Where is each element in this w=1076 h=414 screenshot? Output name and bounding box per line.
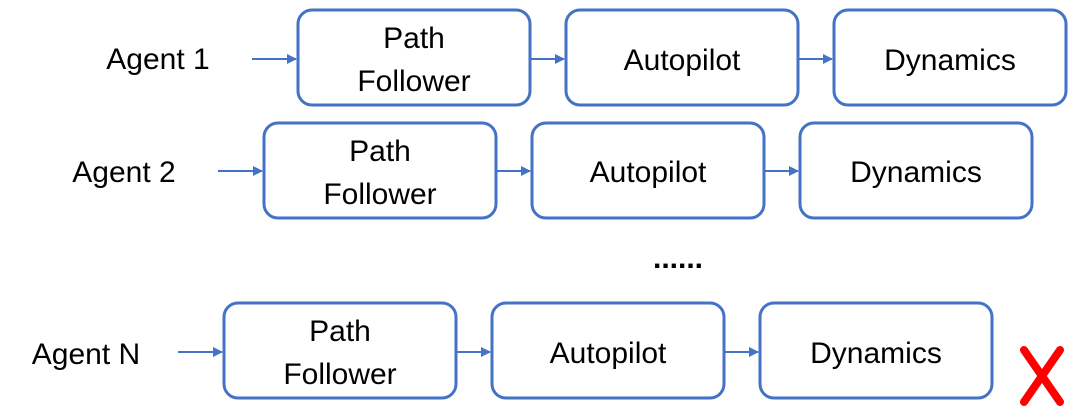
agent-1-path-follower-box bbox=[296, 8, 532, 107]
agent-1-dynamics-label: Dynamics bbox=[884, 44, 1016, 77]
agent-2-label: Agent 2 bbox=[72, 156, 175, 189]
agent-n-autopilot-label: Autopilot bbox=[550, 337, 667, 370]
agent-n-path-follower-line1: Path bbox=[309, 315, 371, 348]
agent-2-dynamics-box bbox=[798, 121, 1034, 220]
ellipsis: ...... bbox=[653, 242, 703, 275]
agent-2-row: Agent 2 Path Follower Autopilot Dynamics bbox=[72, 121, 1034, 220]
agent-2-autopilot-label: Autopilot bbox=[590, 156, 707, 189]
agent-n-path-follower-line2: Follower bbox=[283, 358, 396, 391]
agent-1-path-follower-line2: Follower bbox=[357, 65, 470, 98]
agent-2-path-follower-line2: Follower bbox=[323, 178, 436, 211]
agent-n-autopilot-box bbox=[490, 301, 726, 400]
agent-1-autopilot-label: Autopilot bbox=[624, 44, 741, 77]
agent-1-dynamics-box bbox=[832, 8, 1068, 107]
agent-n-label: Agent N bbox=[32, 338, 140, 371]
agent-1-label: Agent 1 bbox=[106, 43, 209, 76]
agent-1-path-follower-line1: Path bbox=[383, 22, 445, 55]
agent-n-dynamics-label: Dynamics bbox=[810, 337, 942, 370]
agent-2-dynamics-label: Dynamics bbox=[850, 156, 982, 189]
agent-2-path-follower-line1: Path bbox=[349, 135, 411, 168]
agent-n-path-follower-box bbox=[222, 301, 458, 400]
cross-icon: ✕ bbox=[1020, 346, 1064, 406]
agent-1-row: Agent 1 Path Follower Autopilot Dynamics bbox=[106, 8, 1068, 107]
agent-n-dynamics-box bbox=[758, 301, 994, 400]
agent-1-autopilot-box bbox=[564, 8, 800, 107]
agent-n-row: Agent N Path Follower Autopilot Dynamics bbox=[32, 301, 994, 400]
